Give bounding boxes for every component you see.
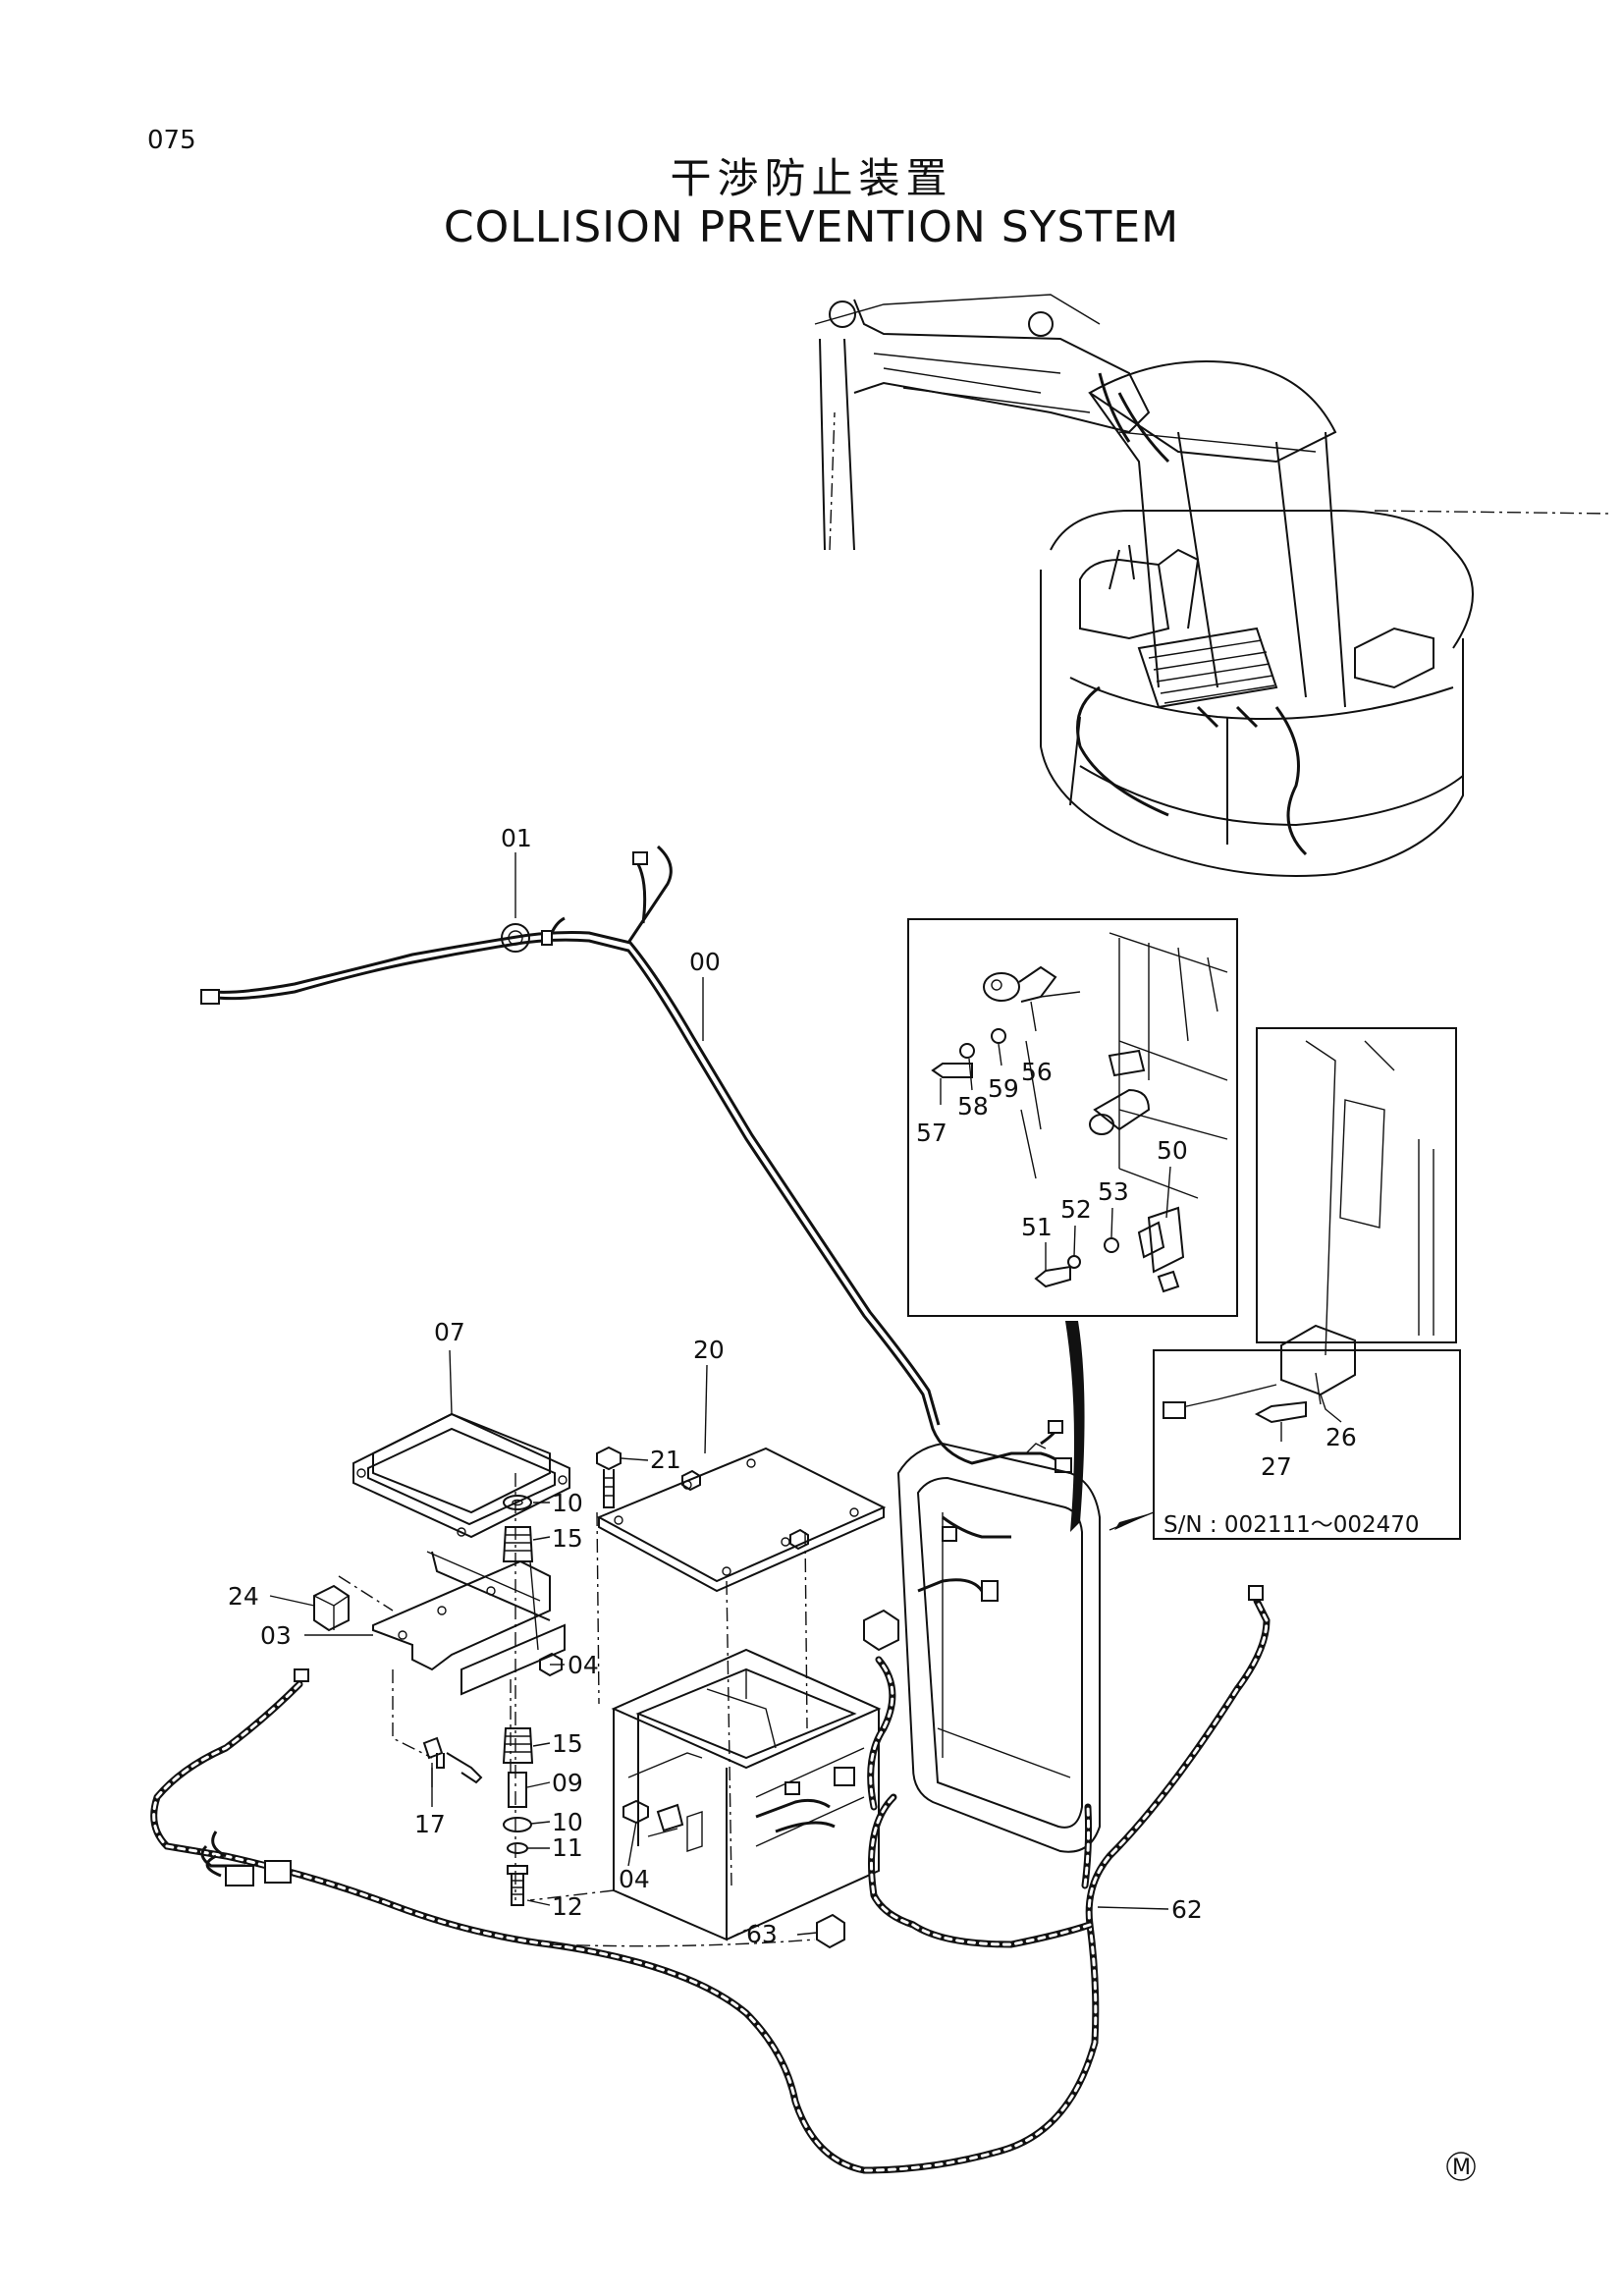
callout-26: 26 <box>1325 1423 1357 1451</box>
page-title-english: COLLISION PREVENTION SYSTEM <box>443 202 1180 252</box>
callout-03: 03 <box>260 1621 292 1650</box>
part-63-relay <box>816 1913 845 1949</box>
serial-number-note: S/N : 002111～002470 <box>1163 1512 1420 1538</box>
harness-62 <box>150 1585 1271 2174</box>
callout-04-box: 04 <box>619 1865 650 1893</box>
part-01-grommet <box>501 923 553 953</box>
part-20-plate <box>596 1447 887 1593</box>
callout-15-upper: 15 <box>552 1524 583 1553</box>
callout-50: 50 <box>1157 1136 1188 1165</box>
callout-01: 01 <box>501 824 532 852</box>
part-24-relay <box>313 1584 350 1632</box>
manufacturer-mark: M <box>1446 2152 1476 2181</box>
fastener-stack <box>502 1473 563 1906</box>
page-number: 075 <box>147 126 196 155</box>
part-03-bracket <box>338 1551 566 1777</box>
callout-12: 12 <box>552 1892 583 1921</box>
callout-15-lower: 15 <box>552 1729 583 1758</box>
callout-59: 59 <box>988 1074 1019 1103</box>
callout-24: 24 <box>228 1582 259 1611</box>
callout-21: 21 <box>650 1446 681 1474</box>
callout-56: 56 <box>1021 1058 1053 1086</box>
main-harness-00 <box>200 845 1072 1474</box>
callout-09: 09 <box>552 1769 583 1797</box>
callout-63: 63 <box>746 1920 778 1948</box>
callout-27: 27 <box>1261 1452 1292 1481</box>
callout-53: 53 <box>1098 1177 1129 1206</box>
callout-62: 62 <box>1171 1895 1203 1924</box>
machine-overview-illustration <box>814 294 1611 877</box>
part-07-controller <box>352 1412 570 1539</box>
leader-lines <box>269 852 1342 1936</box>
mounting-box-frame <box>529 1511 882 1941</box>
callout-58: 58 <box>957 1092 989 1121</box>
monitor-panel <box>896 1442 1101 1853</box>
callout-57: 57 <box>916 1119 947 1147</box>
callout-51: 51 <box>1021 1213 1053 1241</box>
callout-07: 07 <box>434 1318 465 1346</box>
callout-10-lower: 10 <box>552 1808 583 1836</box>
manufacturer-mark-letter: M <box>1452 2156 1471 2180</box>
callout-52: 52 <box>1060 1195 1092 1224</box>
callout-20: 20 <box>693 1336 725 1364</box>
harness-connector-end <box>200 989 220 1005</box>
callout-10-upper: 10 <box>552 1489 583 1517</box>
part-17-switch <box>422 1736 483 1787</box>
callout-04-bracket: 04 <box>568 1651 599 1679</box>
callout-17: 17 <box>414 1810 446 1838</box>
part-21-bolt <box>596 1446 622 1508</box>
detail-reference-arrow <box>1065 1321 1085 1532</box>
inset-detail-top <box>907 918 1238 1317</box>
page-title-japanese: 干渉防止装置 <box>670 154 953 202</box>
callout-00: 00 <box>689 948 721 976</box>
callout-labels: 01 00 56 57 58 59 50 53 52 51 26 27 S/N … <box>228 824 1420 1948</box>
callout-11: 11 <box>552 1833 583 1862</box>
inset-detail-right <box>1153 1027 1461 1540</box>
